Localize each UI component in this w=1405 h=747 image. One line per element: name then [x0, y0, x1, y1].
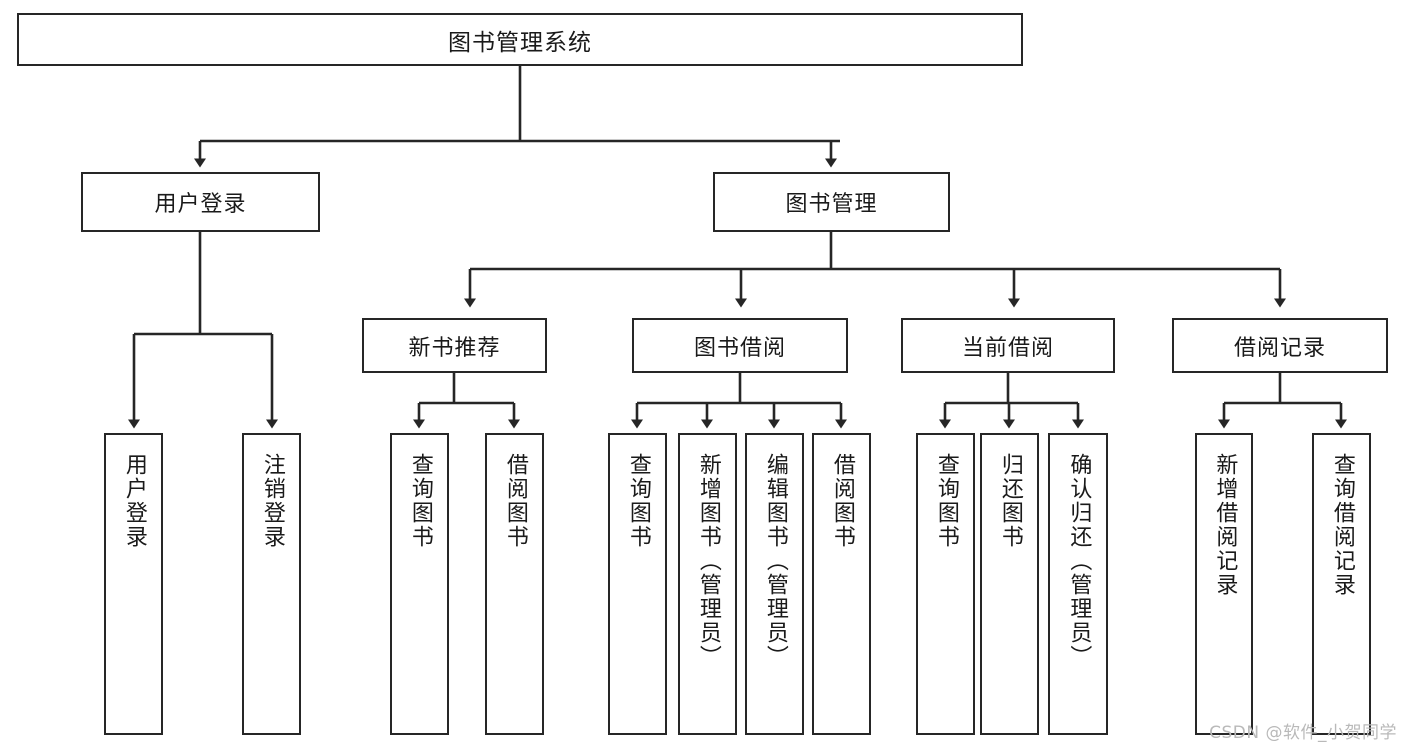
- node-book-borrow[interactable]: 图书借阅: [632, 318, 848, 373]
- leaf-add-book-admin-label: 新增图书（管理员）: [695, 453, 721, 669]
- leaf-borrow-book-recommend-label: 借阅图书: [502, 453, 528, 549]
- leaf-borrow-book-recommend[interactable]: 借阅图书: [485, 433, 544, 735]
- leaf-query-book-recommend-label: 查询图书: [407, 453, 433, 549]
- leaf-query-borrow-record-label: 查询借阅记录: [1329, 453, 1355, 597]
- leaf-return-book[interactable]: 归还图书: [980, 433, 1039, 735]
- node-user-login[interactable]: 用户登录: [81, 172, 320, 232]
- leaf-query-book-recommend[interactable]: 查询图书: [390, 433, 449, 735]
- node-current-borrow[interactable]: 当前借阅: [901, 318, 1115, 373]
- node-book-borrow-label: 图书借阅: [693, 335, 786, 361]
- leaf-confirm-return-admin[interactable]: 确认归还（管理员）: [1048, 433, 1108, 735]
- leaf-add-book-admin[interactable]: 新增图书（管理员）: [678, 433, 737, 735]
- watermark: CSDN @软件_小贺同学: [1209, 723, 1397, 743]
- node-borrow-records[interactable]: 借阅记录: [1172, 318, 1388, 373]
- leaf-add-borrow-record-label: 新增借阅记录: [1212, 453, 1238, 597]
- leaf-borrow-book-label: 借阅图书: [829, 453, 855, 549]
- leaf-logout[interactable]: 注销登录: [242, 433, 301, 735]
- leaf-add-borrow-record[interactable]: 新增借阅记录: [1195, 433, 1253, 735]
- leaf-confirm-return-admin-label: 确认归还（管理员）: [1066, 453, 1092, 669]
- leaf-user-login-label: 用户登录: [121, 453, 147, 549]
- leaf-query-book-current-label: 查询图书: [933, 453, 959, 549]
- leaf-edit-book-admin[interactable]: 编辑图书（管理员）: [745, 433, 804, 735]
- node-root-label: 图书管理系统: [448, 29, 592, 56]
- leaf-logout-label: 注销登录: [259, 453, 285, 549]
- node-new-book-recommend-label: 新书推荐: [408, 335, 501, 361]
- node-new-book-recommend[interactable]: 新书推荐: [362, 318, 547, 373]
- leaf-query-borrow-record[interactable]: 查询借阅记录: [1312, 433, 1371, 735]
- leaf-query-book-current[interactable]: 查询图书: [916, 433, 975, 735]
- node-user-login-label: 用户登录: [154, 192, 247, 217]
- leaf-return-book-label: 归还图书: [997, 453, 1023, 549]
- leaf-query-book-borrow[interactable]: 查询图书: [608, 433, 667, 735]
- node-book-management-label: 图书管理: [785, 192, 878, 217]
- node-borrow-records-label: 借阅记录: [1233, 335, 1326, 361]
- node-root[interactable]: 图书管理系统: [17, 13, 1023, 66]
- node-book-management[interactable]: 图书管理: [713, 172, 950, 232]
- leaf-user-login[interactable]: 用户登录: [104, 433, 163, 735]
- leaf-query-book-borrow-label: 查询图书: [625, 453, 651, 549]
- node-current-borrow-label: 当前借阅: [961, 335, 1054, 361]
- leaf-borrow-book[interactable]: 借阅图书: [812, 433, 871, 735]
- leaf-edit-book-admin-label: 编辑图书（管理员）: [762, 453, 788, 669]
